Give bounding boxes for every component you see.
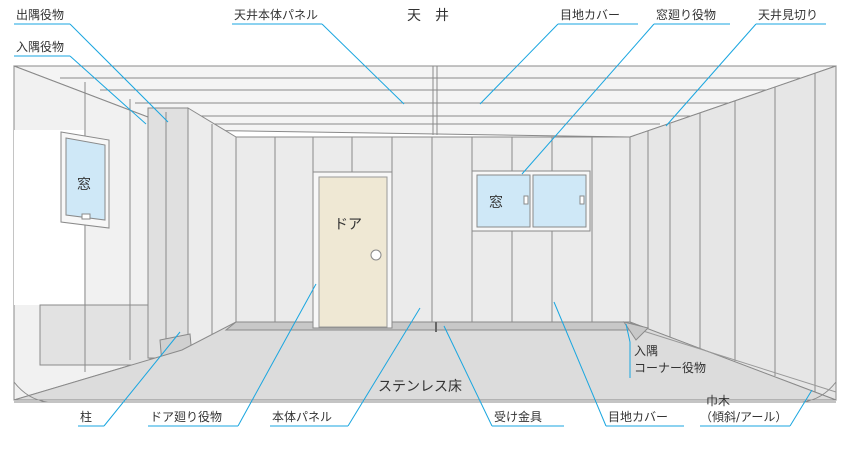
label-baseboard-1: 巾木	[706, 394, 730, 408]
label-joint-cover-top: 目地カバー	[560, 8, 620, 22]
label-main-panel: 本体パネル	[272, 410, 332, 424]
back-window	[471, 170, 591, 232]
label-corner-2: コーナー役物	[634, 360, 706, 375]
label-irizumi: 入隅役物	[16, 39, 64, 54]
room-structure	[13, 65, 837, 403]
label-door-trim: ドア廻り役物	[150, 409, 222, 424]
label-ceiling-edge: 天井見切り	[758, 8, 818, 22]
door	[312, 171, 393, 329]
label-window-right: 窓	[489, 194, 503, 211]
label-corner-1: 入隅	[634, 344, 658, 358]
label-baseboard-2: （傾斜/アール）	[700, 410, 787, 424]
column	[147, 107, 189, 359]
label-window-left: 窓	[77, 176, 91, 193]
left-window	[60, 131, 110, 229]
label-door: ドア	[334, 217, 362, 233]
label-floor: ステンレス床	[378, 379, 462, 395]
label-ceiling: 天 井	[407, 8, 449, 24]
label-window-trim: 窓廻り役物	[656, 7, 716, 22]
label-joint-cover-bottom: 目地カバー	[608, 410, 668, 424]
leader-lines	[14, 23, 826, 427]
labels: 出隅役物 入隅役物 天井本体パネル 天 井 目地カバー 窓廻り役物 天井見切り …	[16, 7, 818, 424]
label-column: 柱	[80, 409, 92, 424]
label-bracket: 受け金具	[494, 409, 542, 424]
label-ceiling-panel: 天井本体パネル	[234, 8, 318, 22]
label-demizumi: 出隅役物	[16, 7, 64, 22]
